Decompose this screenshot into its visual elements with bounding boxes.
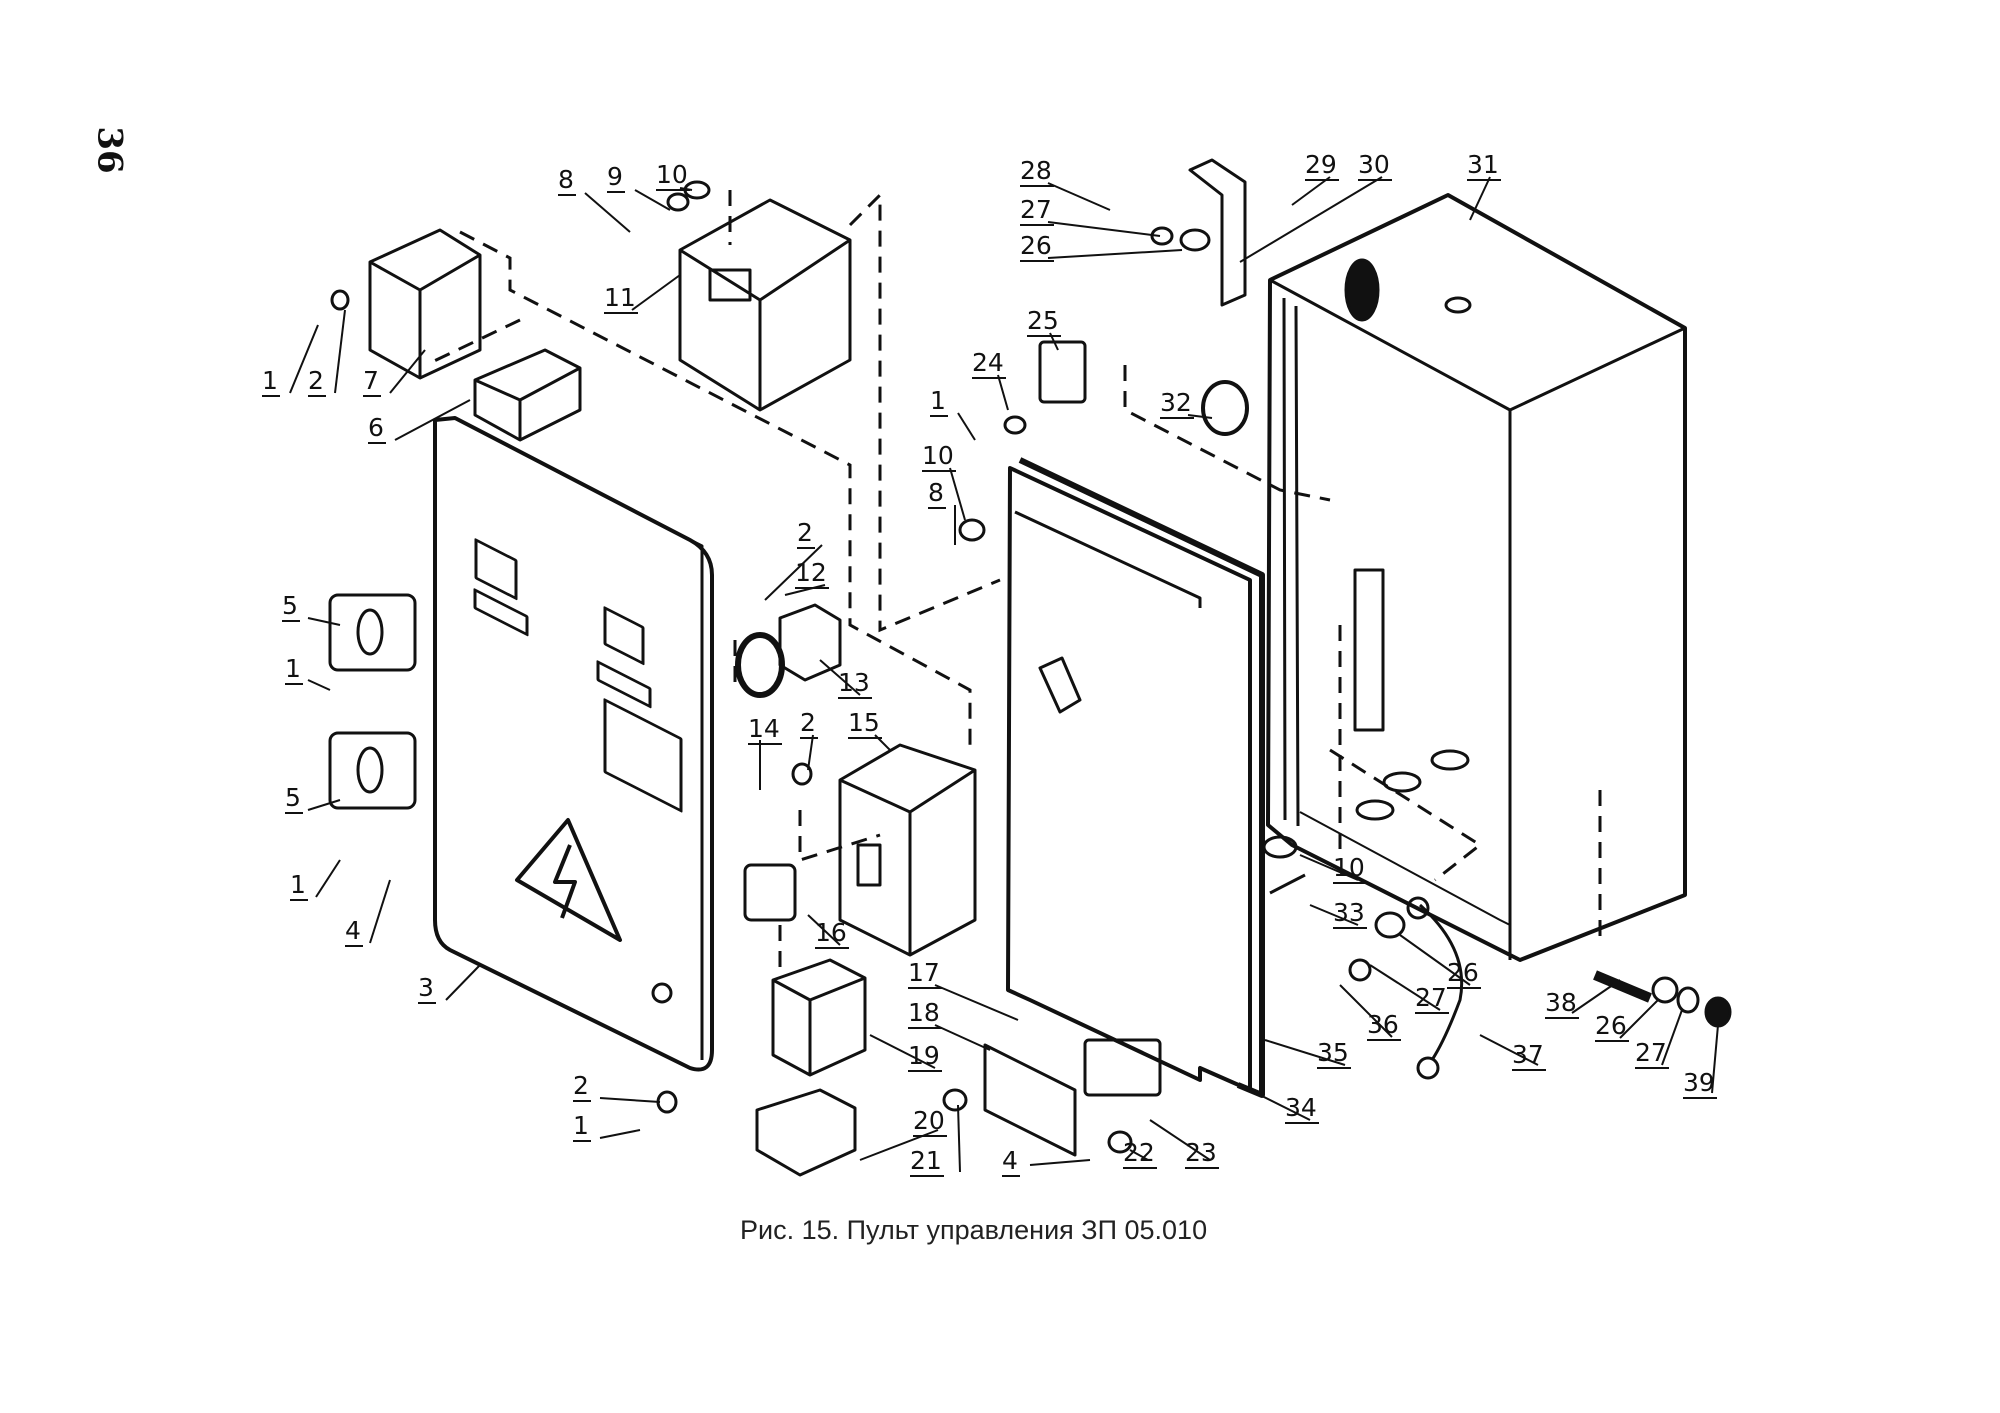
callout-13: 13 (838, 668, 872, 699)
front-door-panel (433, 416, 714, 1072)
callout-26: 26 (1447, 958, 1481, 989)
thermal-relay-20 (755, 1088, 857, 1177)
grommet-32 (1201, 380, 1249, 436)
callout-22: 22 (1123, 1138, 1157, 1169)
callout-33: 33 (1333, 898, 1367, 929)
callout-2: 2 (797, 518, 815, 549)
callout-2: 2 (573, 1071, 591, 1102)
contactor-7 (368, 228, 482, 380)
callout-24: 24 (972, 348, 1006, 379)
relay-16 (743, 863, 797, 922)
callout-23: 23 (1185, 1138, 1219, 1169)
callout-11: 11 (604, 283, 638, 314)
callout-2: 2 (308, 366, 326, 397)
callout-16: 16 (815, 918, 849, 949)
callout-28: 28 (1020, 156, 1054, 187)
circuit-breaker-15 (838, 743, 977, 957)
callout-3: 3 (418, 973, 436, 1004)
callout-5: 5 (282, 591, 300, 622)
callout-39: 39 (1683, 1068, 1717, 1099)
rotary-switch-13 (735, 603, 842, 698)
callout-29: 29 (1305, 150, 1339, 181)
callout-5: 5 (285, 783, 303, 814)
callout-1: 1 (262, 366, 280, 397)
callout-35: 35 (1317, 1038, 1351, 1069)
cover-plate-18 (983, 1043, 1077, 1157)
callout-19: 19 (908, 1041, 942, 1072)
thermal-relay-6 (473, 348, 582, 442)
callout-10: 10 (1333, 853, 1367, 884)
transformer-11 (678, 198, 852, 412)
socket-5-top (328, 593, 417, 672)
figure-caption: Рис. 15. Пульт управления ЗП 05.010 (740, 1215, 1208, 1245)
socket-5-bottom (328, 731, 417, 810)
callout-10: 10 (922, 441, 956, 472)
ground-wire-37 (1406, 896, 1464, 1080)
bracket-30 (1188, 158, 1247, 307)
callout-1: 1 (930, 386, 948, 417)
contactor-19 (771, 958, 867, 1077)
callout-9: 9 (607, 162, 625, 193)
callout-27: 27 (1020, 195, 1054, 226)
callout-4: 4 (1002, 1146, 1020, 1177)
callout-25: 25 (1027, 306, 1061, 337)
high-voltage-warning-icon (515, 818, 622, 942)
terminal-block-23 (1083, 1038, 1162, 1097)
callout-17: 17 (908, 958, 942, 989)
callout-1: 1 (285, 654, 303, 685)
callout-7: 7 (363, 366, 381, 397)
callout-1: 1 (573, 1111, 591, 1142)
callout-6: 6 (368, 413, 386, 444)
callout-10: 10 (656, 160, 690, 191)
callout-1: 1 (290, 870, 308, 901)
callout-20: 20 (913, 1106, 947, 1137)
callout-8: 8 (558, 165, 576, 196)
callout-18: 18 (908, 998, 942, 1029)
assembly-dashed-lines (429, 190, 1602, 970)
callout-26: 26 (1595, 1011, 1629, 1042)
mounting-plate (1006, 457, 1265, 1098)
callout-36: 36 (1367, 1010, 1401, 1041)
callout-27: 27 (1635, 1038, 1669, 1069)
callout-27: 27 (1415, 983, 1449, 1014)
callout-2: 2 (800, 708, 818, 739)
callout-14: 14 (748, 714, 782, 745)
terminal-25 (1038, 340, 1087, 404)
callout-38: 38 (1545, 988, 1579, 1019)
callout-30: 30 (1358, 150, 1392, 181)
callout-32: 32 (1160, 388, 1194, 419)
callout-37: 37 (1512, 1040, 1546, 1071)
callout-8: 8 (928, 478, 946, 509)
callout-12: 12 (795, 558, 829, 589)
callout-26: 26 (1020, 231, 1054, 262)
callout-15: 15 (848, 708, 882, 739)
callout-34: 34 (1285, 1093, 1319, 1124)
hardware-fasteners (330, 180, 1732, 1154)
callout-21: 21 (910, 1146, 944, 1177)
callout-4: 4 (345, 916, 363, 947)
callout-31: 31 (1467, 150, 1501, 181)
enclosure-box (1266, 193, 1687, 962)
